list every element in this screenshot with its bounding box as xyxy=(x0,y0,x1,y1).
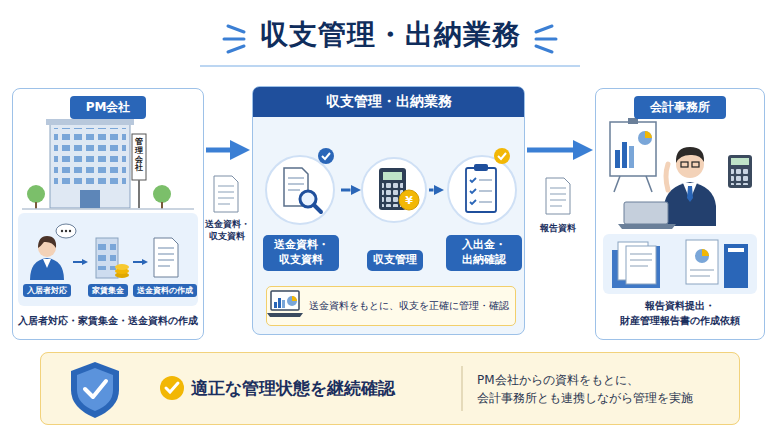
company-panel: PM会社入居者対応・家賃集金・送金資料の作成 xyxy=(12,88,204,340)
shield-icon xyxy=(71,362,119,418)
label-anchor: 送金資料・ 収支資料 xyxy=(203,218,251,242)
sub-area xyxy=(603,234,757,294)
note-box: 送金資料をもとに、収支を正確に管理・確認 xyxy=(266,286,516,326)
office-building xyxy=(22,119,194,209)
step-label: 入出金・ 出納確認 xyxy=(446,235,522,271)
sub-area xyxy=(18,213,198,306)
process-panel: 収支管理・出納業務送金資料・ 収支資料 収支管理 入出金・ 出納確認送金資料をもとに… xyxy=(252,86,525,335)
node-fill xyxy=(12,88,204,340)
tenant-icon xyxy=(30,224,76,280)
summary-band: 適正な管理状態を継続確認 PM会社からの資料をもとに、 会計事務所とも連携しながら… xyxy=(40,352,740,425)
step-circles xyxy=(266,156,516,224)
node-fills xyxy=(12,86,765,425)
chart-board xyxy=(610,118,656,192)
divider xyxy=(462,366,463,411)
search-document-icon xyxy=(284,148,334,212)
checklist-icon xyxy=(466,148,510,212)
accountant-figure xyxy=(618,147,752,229)
node-fill xyxy=(252,86,525,335)
icon-caption: 入居者対応 xyxy=(23,284,71,297)
title-wrap: 収支管理・出納業務 xyxy=(0,16,780,54)
step-label: 送金資料・ 収支資料 xyxy=(263,235,339,271)
rent-icon xyxy=(96,238,129,278)
flow-arrow xyxy=(206,148,230,153)
title-text: 収支管理・出納業務 xyxy=(260,16,521,54)
edge-label: 送金資料・ 収支資料 xyxy=(203,218,251,242)
accountant-panel: 会計事務所報告資料提出・ 財産管理報告書の作成依頼 xyxy=(595,88,765,340)
icon-caption: 送金資料の作成 xyxy=(133,284,197,297)
document-icon xyxy=(154,238,178,277)
check-icon xyxy=(160,376,184,400)
label-anchor: 入居者対応 xyxy=(23,284,71,297)
node-fill xyxy=(595,88,765,340)
calculator-icon xyxy=(379,168,419,210)
node-fill xyxy=(40,352,740,425)
laptop-icon xyxy=(267,291,303,317)
summary-text: PM会社からの資料をもとに、 会計事務所とも連携しながら管理を実施 xyxy=(477,371,727,407)
step-label: 収支管理 xyxy=(367,250,423,271)
title-underline xyxy=(200,65,580,67)
note-text: 送金資料をもとに、収支を正確に管理・確認 xyxy=(309,300,509,313)
sign-text: 管理会社 xyxy=(135,138,143,173)
document-icon xyxy=(546,178,570,214)
document-icon xyxy=(214,176,238,212)
label-anchor: 送金資料の作成 xyxy=(133,284,197,297)
report-files xyxy=(612,240,748,288)
process-step: 収支管理 xyxy=(363,136,427,271)
process-step: 送金資料・ 収支資料 xyxy=(263,136,339,271)
panel-caption: 報告資料提出・ 財産管理報告書の作成依頼 xyxy=(596,299,764,328)
node-fill xyxy=(266,286,516,326)
panel-header: 会計事務所 xyxy=(634,96,726,119)
panel-header: PM会社 xyxy=(70,96,147,119)
currency-symbol: ¥ xyxy=(405,195,413,206)
icon-caption: 家賃集金 xyxy=(88,284,128,297)
flow-arrow xyxy=(527,148,573,153)
edge-label: 報告資料 xyxy=(528,222,588,234)
label-anchor: 報告資料 xyxy=(528,222,588,234)
flow-arrow xyxy=(341,189,351,192)
process-step: 入出金・ 出納確認 xyxy=(446,136,522,271)
label-anchor: 管理会社 xyxy=(135,138,143,173)
panel-header: 収支管理・出納業務 xyxy=(253,87,524,117)
illustrations xyxy=(18,26,757,418)
label-anchor: 家賃集金 xyxy=(88,284,128,297)
flow-arrow xyxy=(429,189,434,192)
connectors xyxy=(206,150,573,190)
summary-heading: 適正な管理状態を継続確認 xyxy=(191,377,395,400)
panel-caption: 入居者対応・家賃集金・送金資料の作成 xyxy=(13,314,203,329)
label-anchor: ¥ xyxy=(405,195,413,206)
